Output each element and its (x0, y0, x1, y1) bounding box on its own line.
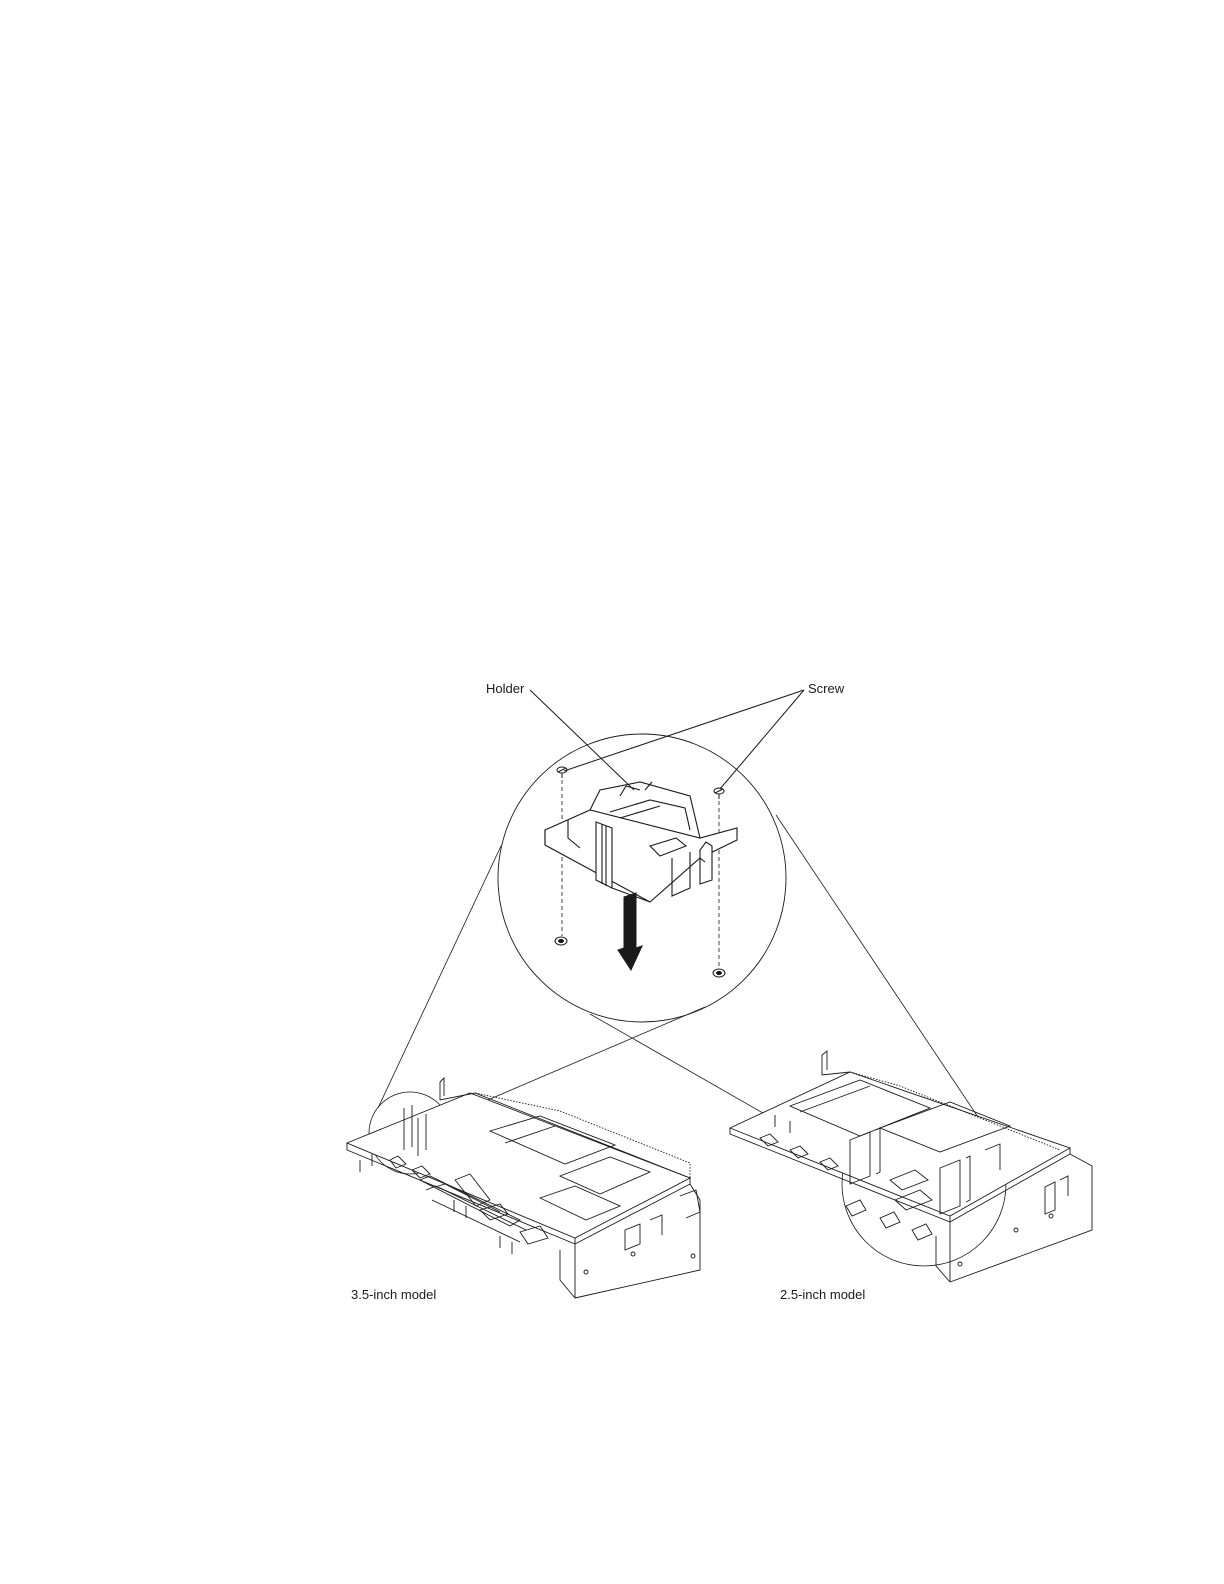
screw-left-icon (557, 767, 567, 778)
standoff-left-icon (555, 937, 567, 945)
model-2-5-inch-caption: 2.5-inch model (780, 1287, 865, 1302)
down-arrow-icon (618, 893, 642, 970)
model-3-5-inch-caption: 3.5-inch model (351, 1287, 436, 1302)
screw-right-icon (714, 788, 724, 799)
standoff-right-icon (713, 969, 725, 977)
screw-leader-lines (564, 690, 804, 789)
server-chassis-2-5-inch (730, 1051, 1092, 1282)
server-chassis-3-5-inch (347, 1078, 700, 1298)
holder-leader-line (530, 690, 634, 790)
screw-label: Screw (808, 681, 844, 696)
holder-bracket (545, 782, 737, 902)
holder-label: Holder (486, 681, 524, 696)
